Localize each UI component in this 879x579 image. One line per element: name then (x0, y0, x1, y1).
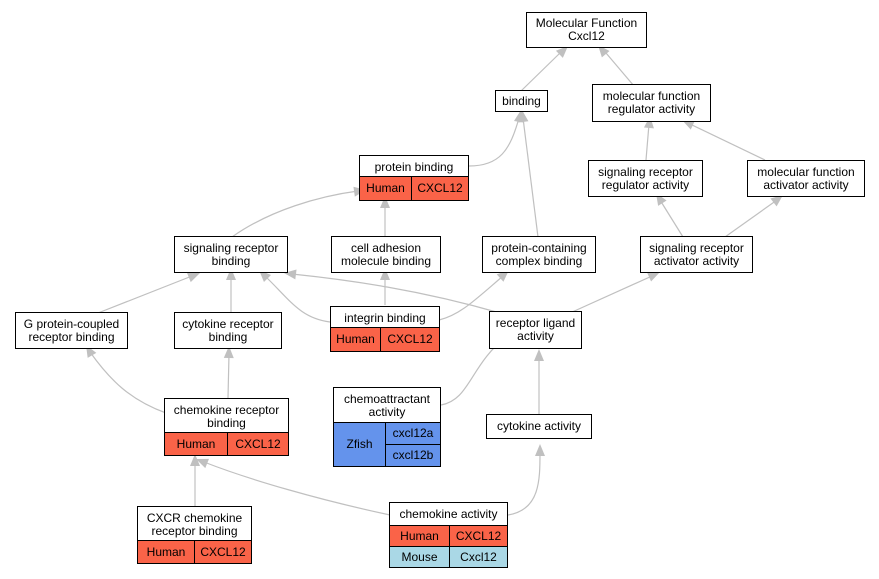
go-term-chemokine-receptor-binding[interactable]: chemokine receptor binding Human CXCL12 (164, 398, 289, 456)
species-cell-mouse: Mouse (390, 547, 449, 567)
edge-pcb-to-binding (522, 117, 539, 238)
node-label: Molecular Function Cxcl12 (535, 16, 638, 43)
edge-srb-to-pb (231, 190, 359, 238)
go-term-cxcr-chemokine-receptor-binding[interactable]: CXCR chemokine receptor binding Human CX… (137, 506, 252, 564)
edge-mfreg-to-root (605, 52, 635, 87)
arrowhead (223, 346, 234, 359)
node-label: protein-containing complex binding (491, 240, 587, 268)
go-term-binding[interactable]: binding (495, 90, 548, 112)
go-term-molecular-function-root[interactable]: Molecular Function Cxcl12 (526, 12, 647, 48)
arrowhead (534, 349, 544, 361)
gene-cell-cxcl12: CXCL12 (194, 541, 251, 563)
go-term-cytokine-activity[interactable]: cytokine activity (486, 414, 592, 439)
arrowhead (284, 269, 297, 280)
node-label: signaling receptor regulator activity (598, 164, 693, 192)
go-term-signaling-receptor-binding[interactable]: signaling receptor binding (174, 236, 288, 273)
node-label: chemoattractant activity (343, 392, 431, 419)
go-term-molecular-function-regulator-activity[interactable]: molecular function regulator activity (592, 84, 711, 122)
edge-pb-to-binding (468, 117, 520, 167)
go-term-signaling-receptor-regulator-activity[interactable]: signaling receptor regulator activity (588, 160, 703, 197)
edge-sract-to-mfact (724, 199, 778, 238)
node-label: cytokine receptor binding (182, 316, 274, 344)
edge-crb2-to-crb (227, 353, 230, 399)
edge-binding-to-root (520, 52, 561, 92)
edge-ib-to-srb (264, 275, 331, 323)
go-term-cytokine-receptor-binding[interactable]: cytokine receptor binding (174, 312, 282, 349)
species-cell-human: Human (360, 177, 411, 200)
edge-mfact-to-mfreg (689, 123, 766, 161)
arrowhead (380, 268, 390, 280)
node-label: integrin binding (344, 310, 426, 325)
node-label: molecular function regulator activity (602, 89, 701, 116)
node-label: cell adhesion molecule binding (340, 240, 432, 268)
gene-cell-cxcl12a: cxcl12a (386, 423, 440, 444)
species-cell-human: Human (165, 433, 227, 455)
gene-cell-cxcl12-mouse: Cxcl12 (449, 547, 507, 567)
go-term-molecular-function-activator-activity[interactable]: molecular function activator activity (747, 160, 865, 197)
arrowhead (643, 116, 654, 129)
gene-cell-cxcl12b: cxcl12b (386, 444, 440, 466)
node-label: CXCR chemokine receptor binding (146, 510, 243, 538)
arrowhead (380, 196, 390, 208)
node-label: molecular function activator activity (757, 164, 855, 192)
species-cell-human: Human (331, 328, 380, 351)
go-term-receptor-ligand-activity[interactable]: receptor ligand activity (489, 311, 582, 349)
edge-gpcr-to-srb (97, 275, 193, 314)
node-label: cytokine activity (496, 419, 582, 433)
species-cell-zfish: Zfish (334, 423, 385, 466)
arrowhead (535, 444, 545, 456)
node-label: chemokine receptor binding (173, 402, 280, 430)
species-cell-human: Human (138, 541, 194, 563)
arrowhead (259, 270, 272, 283)
gene-cell-cxcl12: CXCL12 (380, 328, 439, 351)
go-term-integrin-binding[interactable]: integrin binding Human CXCL12 (330, 306, 440, 352)
arrowhead (598, 45, 610, 58)
node-label: G protein-coupled receptor binding (23, 316, 120, 344)
edge-chemact-to-crb2 (203, 461, 391, 516)
gene-cell-cxcl12: CXCL12 (411, 177, 468, 200)
arrowhead (226, 268, 236, 280)
gene-cell-cxcl12: CXCL12 (227, 433, 288, 455)
node-label: chemokine activity (399, 506, 498, 521)
arrowhead (187, 272, 200, 283)
arrowhead (518, 110, 529, 123)
edge-sract-to-srreg (659, 199, 684, 238)
node-label: protein binding (374, 159, 454, 174)
go-term-g-protein-coupled-receptor-binding[interactable]: G protein-coupled receptor binding (15, 312, 128, 349)
edge-crb2-to-gpcr (89, 351, 167, 414)
go-term-protein-containing-complex-binding[interactable]: protein-containing complex binding (482, 236, 596, 273)
go-term-cell-adhesion-molecule-binding[interactable]: cell adhesion molecule binding (331, 236, 441, 273)
arrowhead (647, 272, 660, 282)
node-label: signaling receptor activator activity (649, 240, 744, 268)
arrowhead (770, 195, 783, 207)
go-term-chemokine-activity[interactable]: chemokine activity Human CXCL12 Mouse Cx… (389, 502, 508, 568)
arrowhead (682, 120, 695, 130)
edge-chemact-to-ca (507, 451, 541, 516)
node-label: receptor ligand activity (495, 316, 576, 343)
go-term-chemoattractant-activity[interactable]: chemoattractant activity Zfish cxcl12a c… (333, 387, 441, 467)
arrowhead (196, 458, 209, 469)
go-term-signaling-receptor-activator-activity[interactable]: signaling receptor activator activity (640, 236, 753, 273)
gene-cell-cxcl12: CXCL12 (449, 526, 507, 547)
arrowhead (190, 454, 200, 466)
species-cell-human: Human (390, 526, 449, 547)
node-label: binding (502, 93, 541, 108)
arrowhead (555, 46, 568, 58)
edge-rl-to-sract (569, 275, 653, 314)
go-term-protein-binding[interactable]: protein binding Human CXCL12 (359, 155, 469, 201)
node-label: signaling receptor binding (183, 240, 279, 268)
edge-srreg-to-mfreg (645, 123, 650, 161)
edge-rl-to-srb (291, 273, 501, 314)
